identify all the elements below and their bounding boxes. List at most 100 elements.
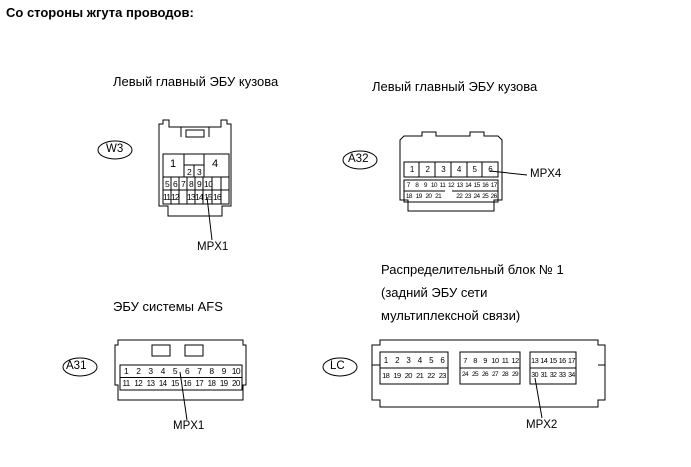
a31-pin: 13 bbox=[146, 379, 155, 388]
lc-pin: 10 bbox=[491, 356, 499, 365]
lc-pin: 33 bbox=[558, 372, 566, 379]
lc-pin: 26 bbox=[481, 371, 489, 378]
lc-pin: 16 bbox=[558, 356, 567, 365]
lc-pin: 32 bbox=[549, 372, 557, 379]
a32-pin: 12 bbox=[447, 182, 455, 189]
w3-code: W3 bbox=[106, 143, 124, 155]
a32-pin: 26 bbox=[490, 193, 498, 200]
lc-title-line-2: (задний ЭБУ сети bbox=[381, 285, 488, 300]
lc-pin: 3 bbox=[406, 356, 411, 365]
a31-pin: 4 bbox=[160, 366, 166, 376]
lc-pin: 8 bbox=[473, 356, 477, 365]
lc-pin: 15 bbox=[549, 356, 557, 365]
a32-pin: 23 bbox=[464, 193, 472, 200]
lc-pin: 4 bbox=[417, 356, 422, 365]
a32-pin: 10 bbox=[430, 182, 438, 189]
w3-pin: 9 bbox=[197, 179, 202, 189]
a32-pin: 5 bbox=[472, 165, 477, 174]
lc-title-line-3: мультиплексной связи) bbox=[381, 308, 521, 323]
lc-signal-label: MPX2 bbox=[526, 419, 558, 431]
lc-pin: 21 bbox=[416, 371, 424, 380]
a31-pin: 15 bbox=[171, 379, 179, 388]
lc-pin: 6 bbox=[440, 356, 445, 365]
a32-pin: 1 bbox=[409, 165, 414, 174]
lc-pin: 27 bbox=[491, 371, 499, 378]
page-heading: Со стороны жгута проводов: bbox=[6, 5, 194, 20]
a32-leader-line bbox=[489, 170, 528, 176]
a32-code: A32 bbox=[348, 153, 369, 165]
lc-leader-line bbox=[534, 377, 543, 419]
a32-pin: 13 bbox=[456, 182, 464, 189]
w3-badge bbox=[97, 140, 133, 160]
a31-pin: 2 bbox=[136, 366, 141, 376]
a31-pin: 17 bbox=[195, 379, 204, 388]
a31-pin: 14 bbox=[158, 379, 167, 388]
a32-pin: 6 bbox=[488, 165, 493, 174]
w3-pin: 4 bbox=[212, 158, 219, 170]
a32-pin: 11 bbox=[439, 182, 446, 189]
lc-badge bbox=[322, 357, 358, 377]
a32-pin: 3 bbox=[441, 165, 446, 174]
w3-title: Левый главный ЭБУ кузова bbox=[113, 74, 279, 89]
lc-pin: 12 bbox=[511, 356, 519, 365]
connector-a32 bbox=[342, 131, 503, 212]
connector-a31 bbox=[62, 339, 247, 421]
lc-pin: 7 bbox=[463, 356, 467, 365]
a32-badge bbox=[342, 150, 378, 170]
a31-pin: 11 bbox=[122, 379, 131, 388]
a32-pin: 4 bbox=[456, 165, 461, 174]
a31-pin: 10 bbox=[231, 366, 241, 376]
w3-pin: 6 bbox=[173, 179, 178, 189]
w3-pin: 16 bbox=[213, 192, 222, 202]
w3-leader-line bbox=[206, 196, 213, 241]
a32-signal-label: MPX4 bbox=[530, 168, 562, 180]
lc-pin: 14 bbox=[540, 356, 548, 365]
w3-pin: 14 bbox=[195, 192, 204, 202]
a31-pin: 5 bbox=[172, 366, 178, 376]
a31-code: A31 bbox=[66, 360, 87, 372]
lc-pin: 2 bbox=[395, 356, 399, 365]
a31-signal-label: MPX1 bbox=[173, 420, 205, 432]
a31-pin: 19 bbox=[219, 379, 228, 388]
lc-pin: 31 bbox=[540, 372, 548, 379]
a32-pin: 24 bbox=[473, 193, 480, 200]
lc-pin: 19 bbox=[393, 371, 401, 380]
a32-pin: 19 bbox=[415, 193, 423, 200]
lc-pin: 28 bbox=[501, 371, 509, 378]
lc-pin: 13 bbox=[531, 356, 539, 365]
a31-pin: 1 bbox=[124, 366, 129, 376]
lc-pin: 23 bbox=[438, 371, 447, 380]
w3-pin: 12 bbox=[171, 192, 180, 202]
w3-pin: 1 bbox=[170, 158, 177, 170]
w3-pin: 11 bbox=[163, 192, 171, 202]
w3-pin: 8 bbox=[189, 179, 194, 189]
a32-pin: 8 bbox=[415, 182, 419, 189]
w3-pin: 15 bbox=[204, 192, 213, 202]
connector-w3 bbox=[97, 119, 232, 241]
lc-pin: 30 bbox=[531, 372, 538, 379]
w3-pin: 2 bbox=[187, 167, 192, 177]
w3-pin: 10 bbox=[204, 179, 213, 189]
a32-pin: 25 bbox=[482, 193, 489, 200]
a31-leader-line bbox=[179, 371, 188, 421]
a32-pin: 14 bbox=[465, 182, 472, 189]
a32-pin: 2 bbox=[425, 165, 430, 174]
a32-pin: 9 bbox=[423, 182, 428, 189]
lc-pin: 11 bbox=[501, 356, 509, 365]
a31-pin: 7 bbox=[197, 366, 202, 376]
lc-pin: 17 bbox=[567, 356, 576, 365]
a31-pin: 9 bbox=[221, 366, 227, 376]
a31-pin: 20 bbox=[232, 379, 240, 388]
w3-pin: 13 bbox=[187, 192, 196, 202]
a31-pin: 16 bbox=[183, 379, 191, 388]
a31-pin: 3 bbox=[148, 366, 153, 376]
lc-pin: 18 bbox=[382, 371, 390, 380]
w3-pin: 5 bbox=[165, 179, 170, 189]
lc-pin: 9 bbox=[483, 356, 487, 365]
a31-pin: 12 bbox=[134, 379, 143, 388]
lc-title-line-1: Распределительный блок № 1 bbox=[381, 262, 564, 277]
w3-pin: 3 bbox=[197, 167, 202, 177]
a31-pin: 18 bbox=[207, 379, 216, 388]
lc-pin: 29 bbox=[511, 371, 519, 378]
